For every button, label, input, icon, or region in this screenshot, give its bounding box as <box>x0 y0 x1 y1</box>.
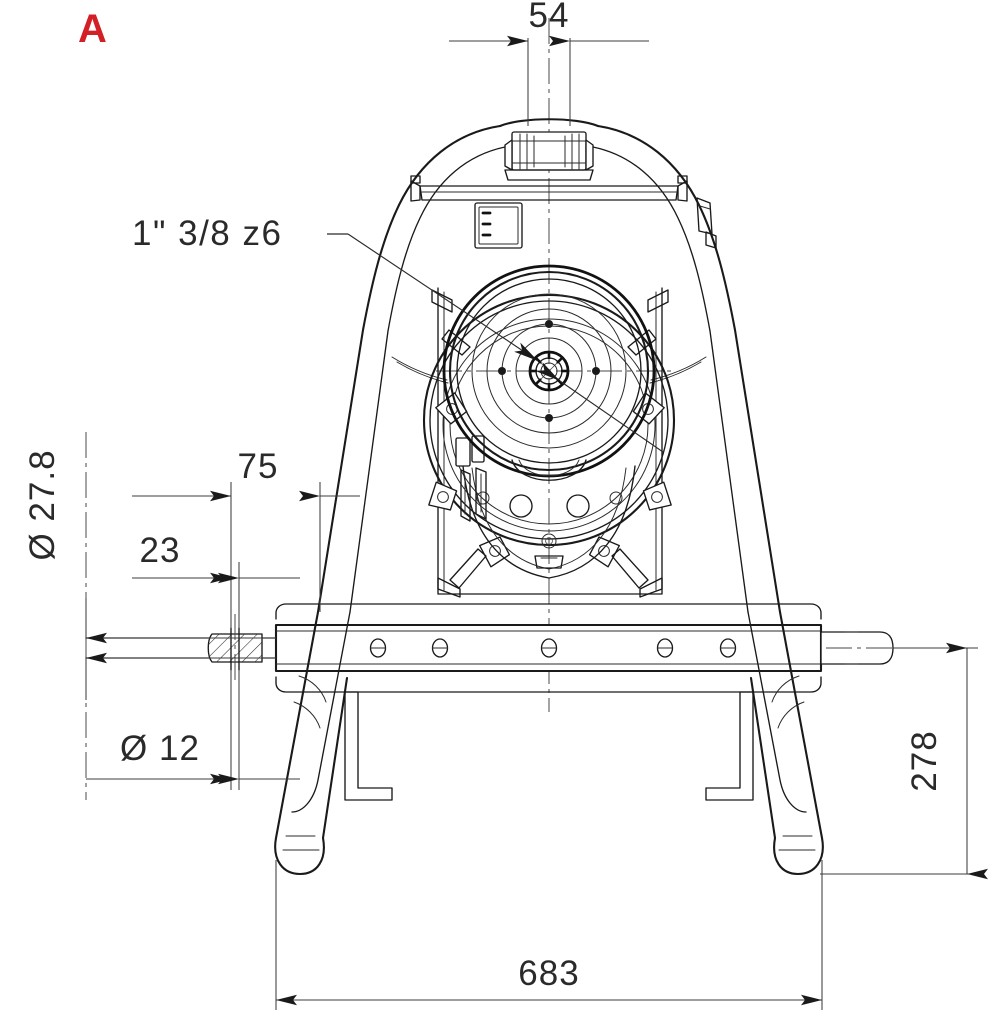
dimension-75: 75 <box>132 447 360 628</box>
rib-lower-right <box>611 548 649 589</box>
dimension-27-8-text: Ø 27.8 <box>23 449 62 560</box>
rib-upper-left <box>441 329 471 356</box>
note-pto-shaft-spec: 1" 3/8 z6 <box>132 214 664 453</box>
pto-gearbox-assembly <box>422 264 676 589</box>
dimension-683: 683 <box>275 860 823 1010</box>
dimension-23: 23 <box>132 531 300 628</box>
support-legs <box>274 610 824 876</box>
lower-link-cross-bar <box>85 603 960 693</box>
rib-lower-left <box>449 548 487 589</box>
machine-main-frame <box>316 118 782 614</box>
note-pto-shaft-spec-text: 1" 3/8 z6 <box>132 214 282 253</box>
dimension-23-text: 23 <box>140 531 181 570</box>
gearbox-body <box>431 287 669 598</box>
dimension-683-text: 683 <box>518 954 579 993</box>
pin-section-detail <box>207 614 263 684</box>
dimension-12-text: Ø 12 <box>120 729 200 768</box>
dimension-27-8: Ø 27.8 <box>23 449 276 700</box>
top-breather-cap <box>504 131 594 181</box>
dimension-278-text: 278 <box>905 730 944 791</box>
flange-bolt-lugs <box>428 392 672 568</box>
rib-upper-right <box>627 329 657 356</box>
pto-shaft-center <box>528 350 570 392</box>
dimension-54-text: 54 <box>529 0 570 35</box>
dimension-278: 278 <box>820 642 988 880</box>
nameplate-label <box>474 202 523 249</box>
view-label-a: A <box>78 7 107 51</box>
dimension-12: Ø 12 <box>86 670 300 790</box>
cross-bar-bolt-holes <box>369 638 737 658</box>
dimension-75-text: 75 <box>238 447 279 486</box>
gearbox-top-plate <box>410 175 688 202</box>
dimension-54: 54 <box>449 0 649 126</box>
